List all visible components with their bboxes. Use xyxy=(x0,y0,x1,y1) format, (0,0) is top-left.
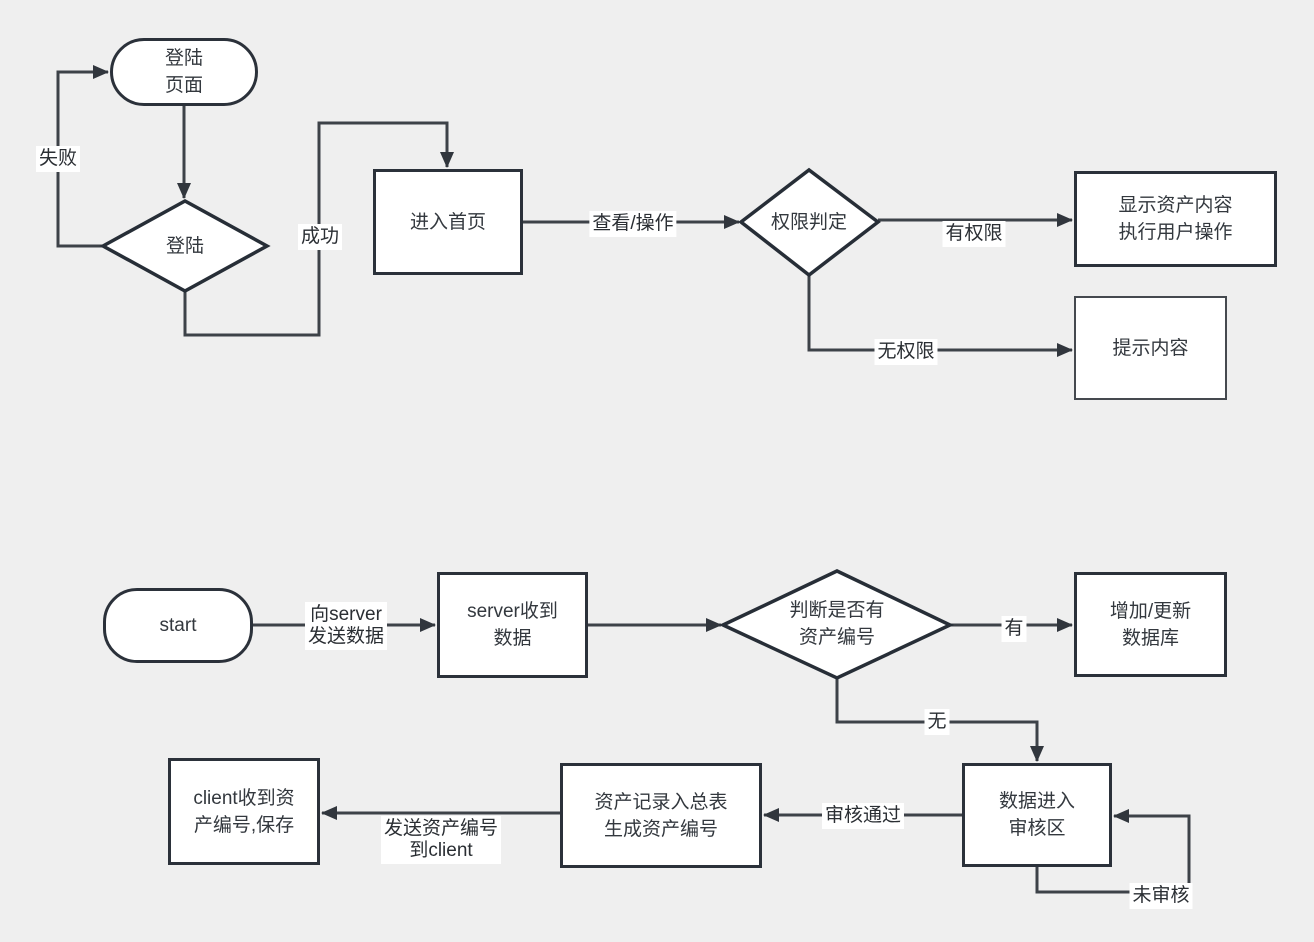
node-perm-decision-shape xyxy=(738,167,881,278)
node-client-recv: client收到资 产编号,保存 xyxy=(168,758,320,865)
node-update-db: 增加/更新 数据库 xyxy=(1074,572,1227,677)
node-asset-id-decision-shape xyxy=(718,569,955,680)
edge-label-success: 成功 xyxy=(297,224,343,250)
edge-label-yes: 有 xyxy=(1001,616,1027,642)
node-client-recv-label: client收到资 产编号,保存 xyxy=(193,787,295,836)
node-login-decision-shape xyxy=(99,199,271,293)
node-update-db-label: 增加/更新 数据库 xyxy=(1109,600,1192,649)
node-review-area-label: 数据进入 审核区 xyxy=(998,791,1075,839)
node-record-master-label: 资产记录入总表 生成资产编号 xyxy=(594,791,728,840)
edge-label-send-id: 发送资产编号 到client xyxy=(380,816,502,864)
edge-label-fail: 失败 xyxy=(35,146,81,172)
node-notice-label: 提示内容 xyxy=(1112,337,1189,359)
edge-label-not-reviewed: 未审核 xyxy=(1129,883,1193,909)
node-login-page-label: 登陆 页面 xyxy=(164,48,203,96)
node-server-recv: server收到 数据 xyxy=(437,572,588,678)
edge-label-no-perm: 无权限 xyxy=(874,339,938,365)
node-start: start xyxy=(103,588,253,663)
node-home: 进入首页 xyxy=(373,169,523,275)
edge-label-no: 无 xyxy=(924,709,950,735)
node-notice: 提示内容 xyxy=(1074,296,1227,400)
edge-label-to-server: 向server 发送数据 xyxy=(304,602,388,650)
node-home-label: 进入首页 xyxy=(409,211,486,233)
node-login-page: 登陆 页面 xyxy=(110,38,258,106)
node-record-master: 资产记录入总表 生成资产编号 xyxy=(560,763,762,868)
node-start-label: start xyxy=(159,615,197,636)
edge-label-has-perm: 有权限 xyxy=(942,221,1006,247)
edge-label-review-passed: 审核通过 xyxy=(821,803,905,829)
node-show-assets-label: 显示资产内容 执行用户操作 xyxy=(1118,195,1233,243)
node-review-area: 数据进入 审核区 xyxy=(962,763,1112,867)
node-show-assets: 显示资产内容 执行用户操作 xyxy=(1074,171,1277,267)
node-server-recv-label: server收到 数据 xyxy=(467,601,558,649)
edge-label-view-operate: 查看/操作 xyxy=(589,211,677,237)
edge-no-perm xyxy=(807,275,1073,357)
